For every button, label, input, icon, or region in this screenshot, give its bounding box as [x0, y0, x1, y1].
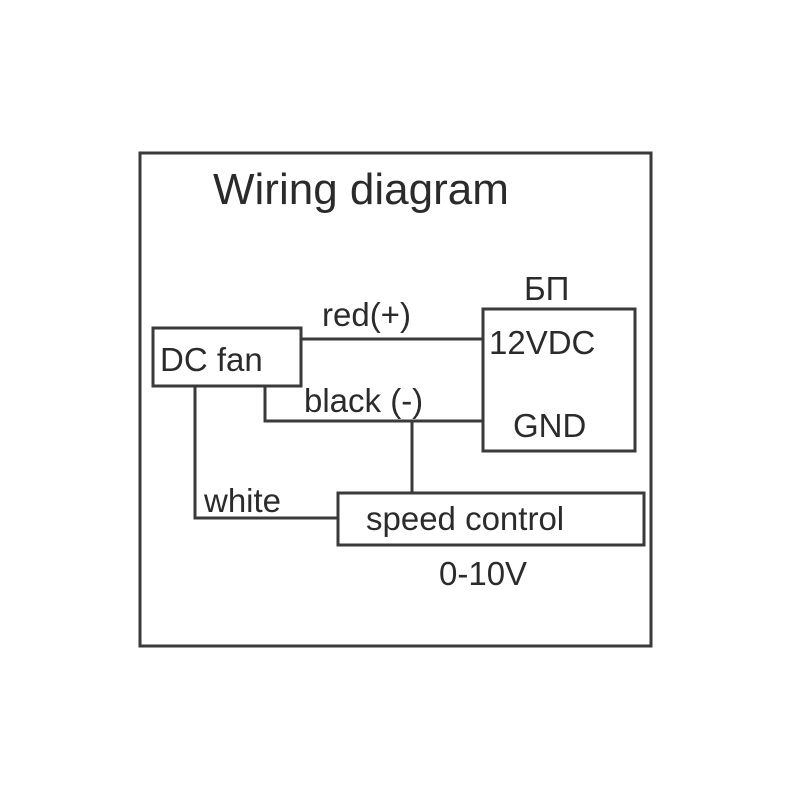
white-wire — [193, 386, 338, 520]
white-wire-label: white — [204, 482, 282, 519]
black-wire — [263, 386, 483, 423]
psu-gnd-label: GND — [513, 407, 587, 444]
dc-fan-label: DC fan — [160, 341, 263, 378]
speed-control-label: speed control — [366, 500, 565, 537]
outer-frame — [138, 151, 653, 648]
psu-12vdc-label: 12VDC — [489, 324, 596, 361]
power-supply-box — [481, 307, 637, 453]
black-wire-label: black (-) — [304, 382, 424, 419]
speed-control-range-label: 0-10V — [439, 555, 528, 592]
red-wire-label: red(+) — [322, 296, 411, 333]
diagram-title: Wiring diagram — [213, 165, 509, 214]
power-supply-label: БП — [524, 270, 570, 307]
dc-fan-box — [151, 326, 303, 388]
